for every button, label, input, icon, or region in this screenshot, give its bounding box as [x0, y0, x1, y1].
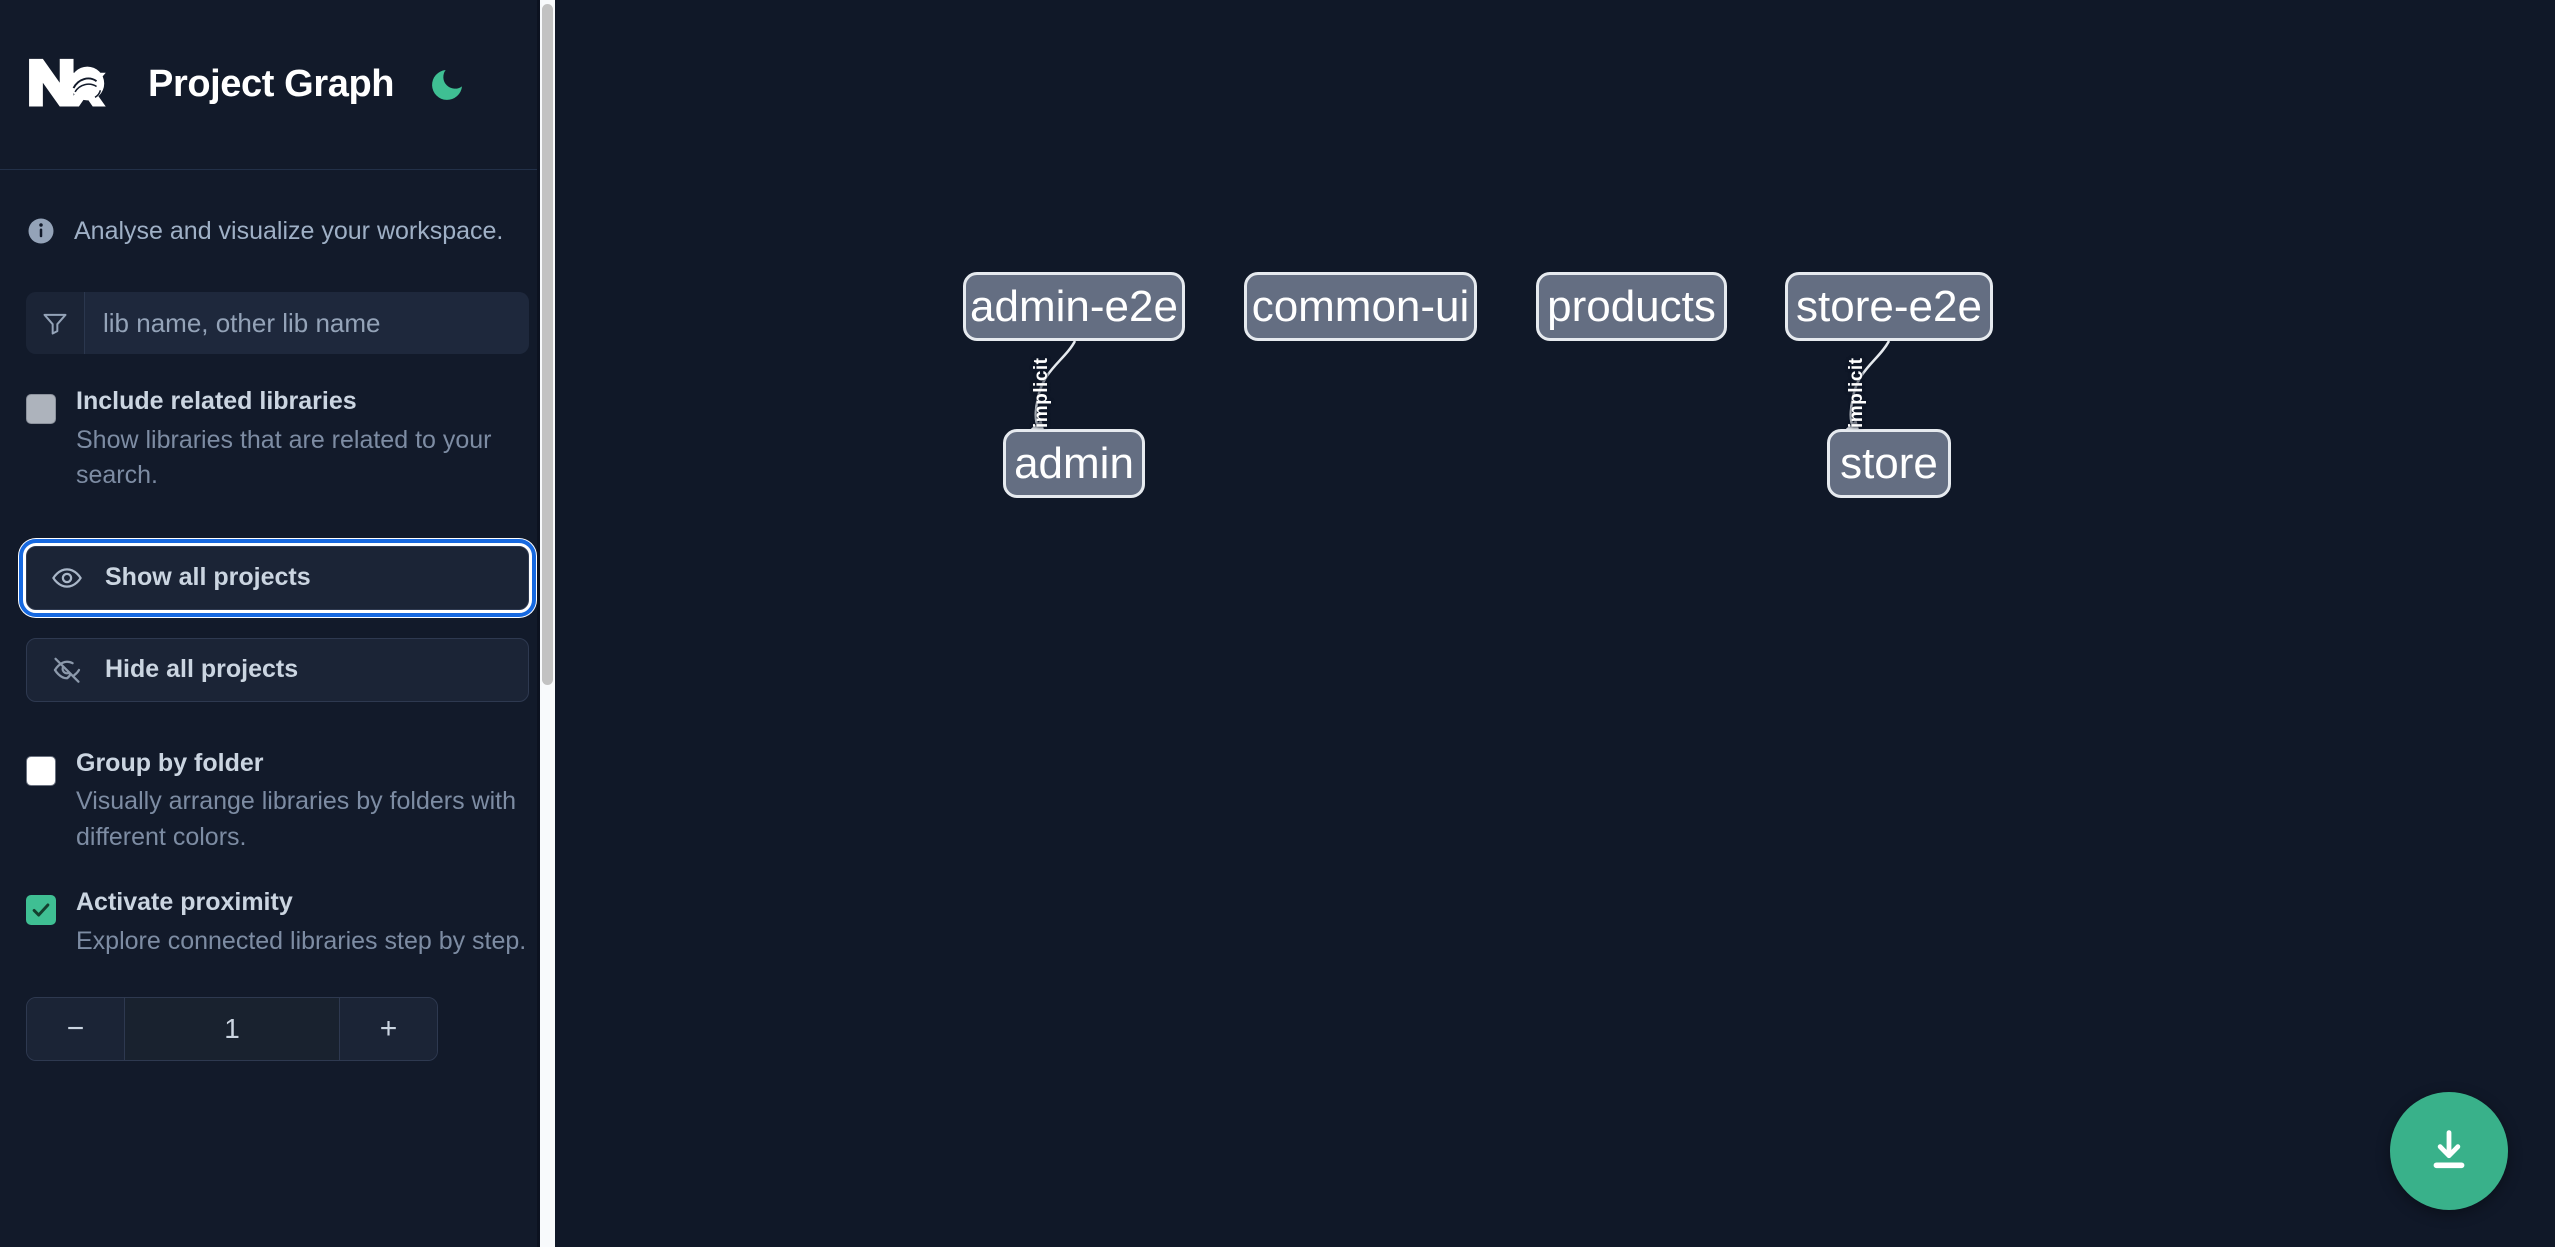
option-label: Include related libraries: [76, 387, 357, 415]
sidebar-tagline: Analyse and visualize your workspace.: [0, 170, 555, 246]
show-all-projects-label: Show all projects: [105, 563, 311, 591]
sidebar-body: Include related libraries Show libraries…: [0, 292, 555, 1061]
option-include-related-libraries[interactable]: Include related libraries Show libraries…: [26, 387, 529, 494]
graph-edges: [1028, 340, 1891, 439]
graph-node-admin[interactable]: admin: [1003, 429, 1145, 498]
option-description: Explore connected libraries step by step…: [76, 926, 527, 955]
proximity-decrement-button[interactable]: −: [27, 998, 125, 1060]
graph-node-store-e2e[interactable]: store-e2e: [1785, 272, 1993, 341]
eye-off-icon: [51, 654, 83, 686]
option-activate-proximity[interactable]: Activate proximity Explore connected lib…: [26, 888, 529, 959]
sidebar-scrollbar[interactable]: [540, 0, 555, 1247]
node-label: store: [1840, 438, 1938, 488]
filter-icon: [26, 292, 85, 354]
option-label: Activate proximity: [76, 888, 293, 916]
option-group-by-folder[interactable]: Group by folder Visually arrange librari…: [26, 748, 529, 856]
hide-all-projects-label: Hide all projects: [105, 655, 299, 683]
moon-icon[interactable]: [424, 62, 470, 108]
edge-admin-e2e-admin: [1028, 340, 1077, 439]
nx-logo-icon: [26, 54, 118, 116]
sidebar-tagline-text: Analyse and visualize your workspace.: [74, 216, 504, 245]
node-label: products: [1547, 281, 1716, 331]
proximity-increment-button[interactable]: +: [339, 998, 437, 1060]
download-graph-button[interactable]: [2390, 1092, 2508, 1210]
node-label: admin: [1014, 438, 1134, 488]
node-label: store-e2e: [1796, 281, 1982, 331]
hide-all-projects-button[interactable]: Hide all projects: [26, 637, 529, 702]
graph-node-products[interactable]: products: [1536, 272, 1727, 341]
graph-node-common-ui[interactable]: common-ui: [1244, 272, 1477, 341]
search-input[interactable]: [85, 292, 529, 354]
sidebar-header: Project Graph: [0, 0, 555, 170]
edge-label-admin-implicit: implicit: [1031, 357, 1052, 428]
graph-node-admin-e2e[interactable]: admin-e2e: [963, 272, 1185, 341]
group-by-folder-checkbox[interactable]: [26, 755, 56, 786]
page-title: Project Graph: [148, 63, 395, 105]
node-label: admin-e2e: [970, 281, 1178, 331]
option-label: Group by folder: [76, 748, 264, 777]
project-visibility-buttons: Show all projects Hide all projects: [19, 538, 536, 702]
proximity-value: 1: [125, 998, 339, 1060]
option-description: Visually arrange libraries by folders wi…: [76, 787, 517, 851]
edge-store-e2e-store: [1843, 340, 1891, 439]
search-field-wrapper: [26, 292, 529, 354]
include-related-libraries-checkbox[interactable]: [26, 394, 56, 424]
proximity-stepper: − 1 +: [26, 997, 438, 1061]
sidebar-scrollbar-thumb[interactable]: [542, 4, 553, 685]
node-label: common-ui: [1251, 281, 1470, 331]
eye-icon: [51, 562, 83, 594]
graph-node-store[interactable]: store: [1827, 429, 1951, 498]
sidebar: Project Graph Analyse and visualize your…: [0, 0, 555, 1247]
sidebar-divider: [537, 0, 540, 1247]
graph-canvas[interactable]: admin-e2e common-ui products store-e2e a…: [555, 0, 2555, 1247]
info-icon: [26, 216, 56, 246]
show-all-projects-button[interactable]: Show all projects: [19, 538, 536, 617]
edge-label-store-implicit: implicit: [1846, 357, 1867, 428]
download-icon: [2423, 1125, 2475, 1177]
option-description: Show libraries that are related to your …: [76, 425, 492, 490]
activate-proximity-checkbox[interactable]: [26, 895, 56, 925]
